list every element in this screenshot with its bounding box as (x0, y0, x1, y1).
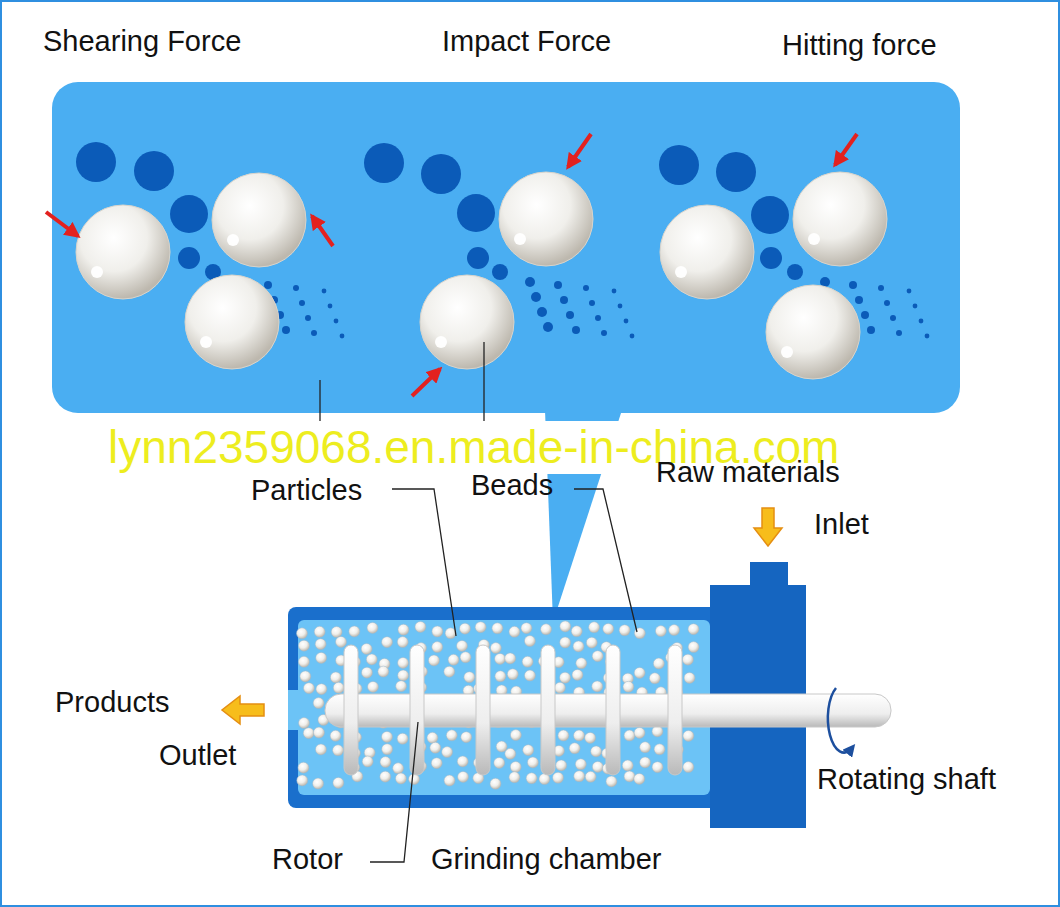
part-label: Outlet (159, 739, 236, 772)
grinding-detail (76, 142, 929, 379)
force-heading: Shearing Force (43, 25, 241, 58)
part-label: Rotor (272, 843, 343, 876)
force-heading: Impact Force (442, 25, 611, 58)
part-label: Particles (251, 474, 362, 507)
outlet-arrow (222, 696, 264, 724)
bead-mill (288, 562, 891, 828)
part-label: Grinding chamber (431, 843, 662, 876)
rotation-arrow (828, 688, 852, 753)
leader-lines (320, 342, 637, 862)
inlet-port (750, 562, 788, 588)
outlet-opening (288, 690, 300, 730)
part-label: Products (55, 686, 169, 719)
inlet-arrow (754, 508, 782, 546)
force-arrows (46, 134, 857, 396)
rotor-disks (344, 645, 682, 775)
part-label: Beads (471, 469, 553, 502)
part-label: Rotating shaft (817, 763, 996, 796)
part-label: Raw materials (656, 456, 840, 489)
part-label: Inlet (814, 508, 869, 541)
force-heading: Hitting force (782, 29, 937, 62)
callout-panel (52, 82, 960, 622)
